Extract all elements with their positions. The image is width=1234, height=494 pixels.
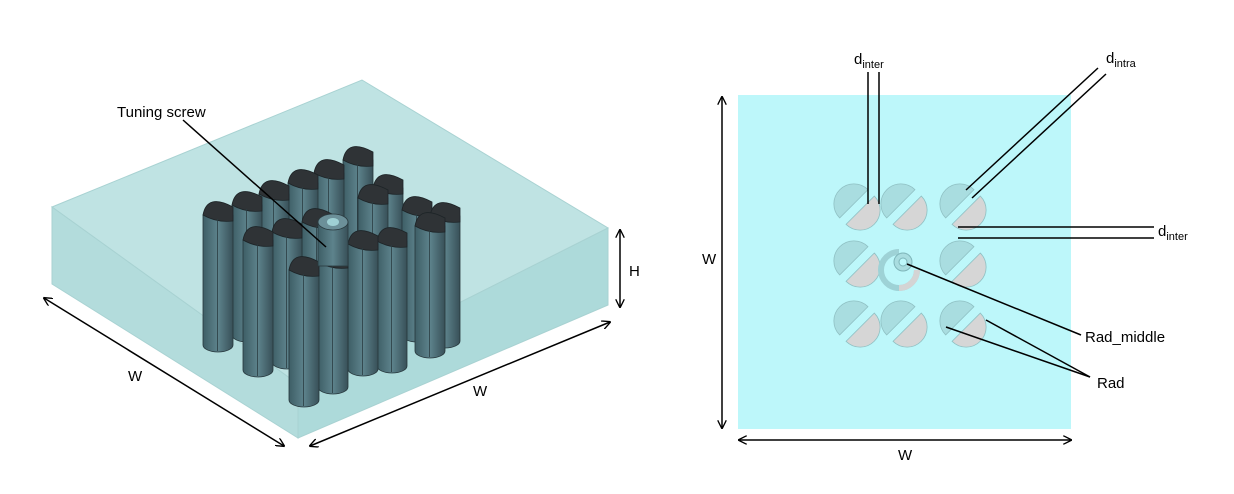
- post-top: [313, 159, 345, 180]
- hole-half-cyan: [880, 183, 916, 219]
- d-intra-line-1: [965, 67, 1099, 191]
- tuning-screw: [317, 213, 349, 267]
- tuning-screw-label: Tuning screw: [117, 104, 206, 121]
- height-label: H: [629, 263, 640, 280]
- post-body: [288, 269, 320, 408]
- post-top: [242, 226, 274, 247]
- post-body: [242, 239, 274, 378]
- post-top: [347, 230, 379, 251]
- post-top: [287, 169, 319, 190]
- isometric-view: Tuning screw W W H: [44, 79, 640, 446]
- rad-label: Rad: [1097, 375, 1125, 392]
- width-arrow-left: [44, 298, 284, 446]
- post-top: [376, 227, 408, 248]
- rad-leader-1: [945, 326, 1091, 378]
- hole-half-grey: [951, 195, 987, 231]
- hole-half-grey: [892, 312, 928, 348]
- width-label-left: W: [128, 368, 143, 385]
- post-top: [231, 191, 263, 212]
- d-inter-top-label: dinter: [854, 51, 884, 71]
- post-top: [271, 218, 303, 239]
- hole-grid: [833, 183, 987, 348]
- post-body: [376, 240, 408, 374]
- post-body: [414, 225, 446, 359]
- post-body: [202, 214, 234, 353]
- post-body: [317, 261, 349, 395]
- post-top: [202, 201, 234, 222]
- hole-half-cyan: [833, 183, 869, 219]
- hole-half-cyan: [939, 183, 975, 219]
- rad-middle-leader: [906, 263, 1082, 336]
- top-view: dinter dintra dinter Rad_middle Rad W W: [702, 50, 1188, 464]
- post-top: [288, 256, 320, 277]
- d-intra-label: dintra: [1106, 50, 1137, 70]
- hole-half-cyan: [939, 240, 975, 276]
- width-label-vertical: W: [702, 251, 717, 268]
- width-label-right: W: [473, 383, 488, 400]
- post-top: [357, 184, 389, 205]
- post-top: [414, 212, 446, 233]
- d-intra-line-2: [971, 73, 1107, 199]
- hole-half-grey: [892, 195, 928, 231]
- d-inter-right-label: dinter: [1158, 223, 1188, 243]
- post-body: [347, 243, 379, 377]
- hole-half-grey: [845, 312, 881, 348]
- post-top: [258, 180, 290, 201]
- tuning-screw-leader: [182, 119, 327, 248]
- hole-half-cyan: [833, 240, 869, 276]
- hole-half-cyan: [880, 300, 916, 336]
- rad-leader-2: [985, 319, 1091, 378]
- width-label-horizontal: W: [898, 447, 913, 464]
- hole-half-cyan: [833, 300, 869, 336]
- post-top: [342, 146, 374, 167]
- middle-element: [878, 249, 920, 291]
- width-arrow-right: [310, 322, 610, 446]
- hole-half-grey: [845, 252, 881, 288]
- hole-half-cyan: [939, 300, 975, 336]
- rad-middle-label: Rad_middle: [1085, 329, 1165, 346]
